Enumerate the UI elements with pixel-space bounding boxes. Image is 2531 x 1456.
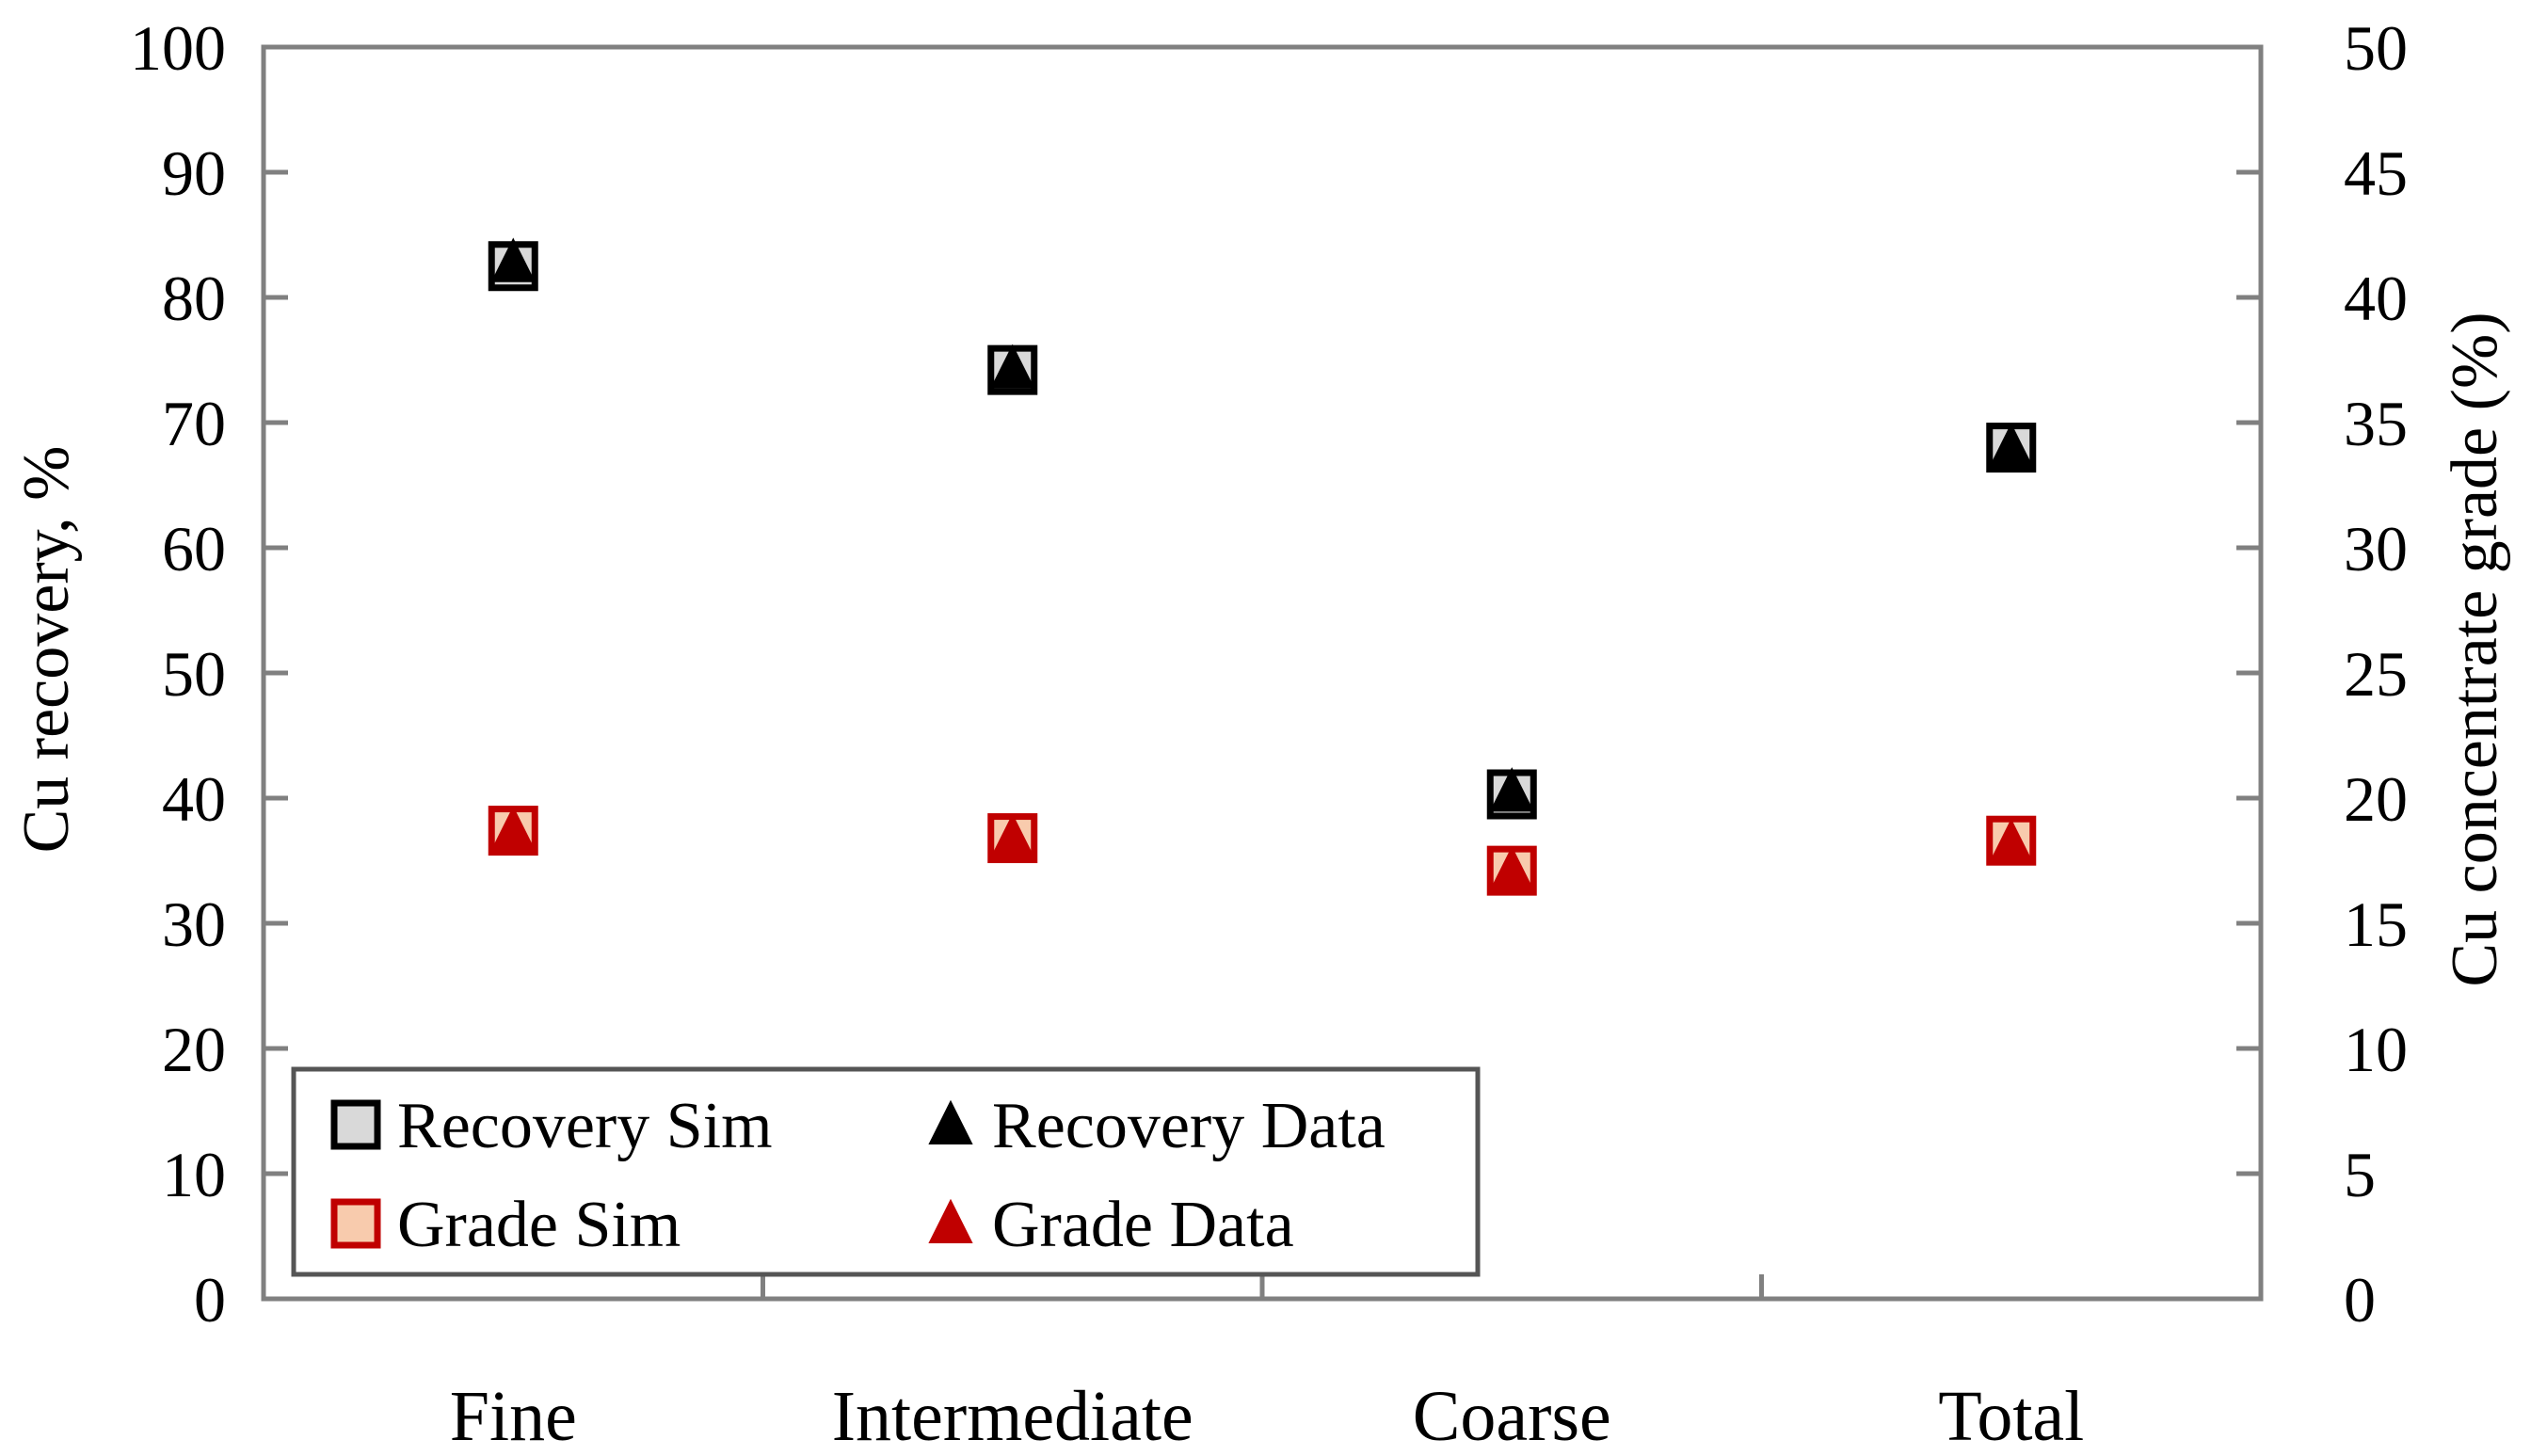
x-category-label: Intermediate (832, 1377, 1193, 1456)
recovery-data-legend-marker (928, 1099, 973, 1144)
recovery-data-point (990, 344, 1035, 389)
grade-sim-legend-label: Grade Sim (397, 1189, 681, 1261)
recovery-sim-legend-label: Recovery Sim (397, 1090, 773, 1162)
y-tick-label: 10 (162, 1139, 226, 1210)
grade-sim-legend-marker (330, 1198, 381, 1249)
category-labels: Fine Intermediate Coarse Total (450, 1274, 2084, 1456)
grade-data-legend-label: Grade Data (992, 1189, 1294, 1261)
y-tick-label: 40 (162, 763, 226, 835)
y2-tick-label: 15 (2344, 888, 2408, 960)
y-tick-label: 90 (162, 137, 226, 209)
grade-data-point (1989, 818, 2034, 863)
y2-tick-label: 20 (2344, 763, 2408, 835)
recovery-data-point (490, 237, 536, 282)
y-tick-label: 70 (162, 388, 226, 459)
y2-tick-label: 45 (2344, 137, 2408, 209)
y-tick-label: 50 (162, 638, 226, 710)
data-markers (488, 237, 2037, 896)
y2-tick-label: 50 (2344, 12, 2408, 84)
y-axis-title: Cu recovery, % (10, 446, 83, 854)
y2-axis-title: Cu concentrate grade (%) (2439, 312, 2511, 986)
legend-box (291, 1066, 1481, 1277)
x-category-label: Coarse (1413, 1377, 1611, 1456)
x-category-label: Fine (450, 1377, 577, 1456)
y-tick-label: 20 (162, 1014, 226, 1085)
right-axis-ticks: 0 5 10 15 20 25 30 35 40 45 50 (2236, 12, 2408, 1336)
y2-tick-label: 40 (2344, 263, 2408, 334)
y-tick-label: 30 (162, 888, 226, 960)
y2-tick-label: 35 (2344, 388, 2408, 459)
left-axis-ticks: 0 10 20 30 40 50 60 70 80 90 100 (130, 12, 288, 1336)
recovery-data-point (1989, 423, 2034, 468)
y2-tick-label: 30 (2344, 513, 2408, 584)
grade-data-point (490, 806, 536, 851)
y2-tick-label: 5 (2344, 1139, 2376, 1210)
recovery-sim-legend-marker (330, 1099, 381, 1150)
y-tick-label: 100 (130, 12, 226, 84)
y-tick-label: 0 (194, 1264, 226, 1336)
grade-data-point (1489, 845, 1534, 891)
y-tick-label: 80 (162, 263, 226, 334)
recovery-data-legend-label: Recovery Data (992, 1090, 1386, 1162)
y-tick-label: 60 (162, 513, 226, 584)
y2-tick-label: 10 (2344, 1014, 2408, 1085)
x-category-label: Total (1938, 1377, 2084, 1456)
y2-tick-label: 25 (2344, 638, 2408, 710)
grade-data-point (990, 813, 1035, 858)
grade-data-legend-marker (928, 1198, 973, 1243)
y2-tick-label: 0 (2344, 1264, 2376, 1336)
recovery-data-point (1489, 767, 1534, 812)
